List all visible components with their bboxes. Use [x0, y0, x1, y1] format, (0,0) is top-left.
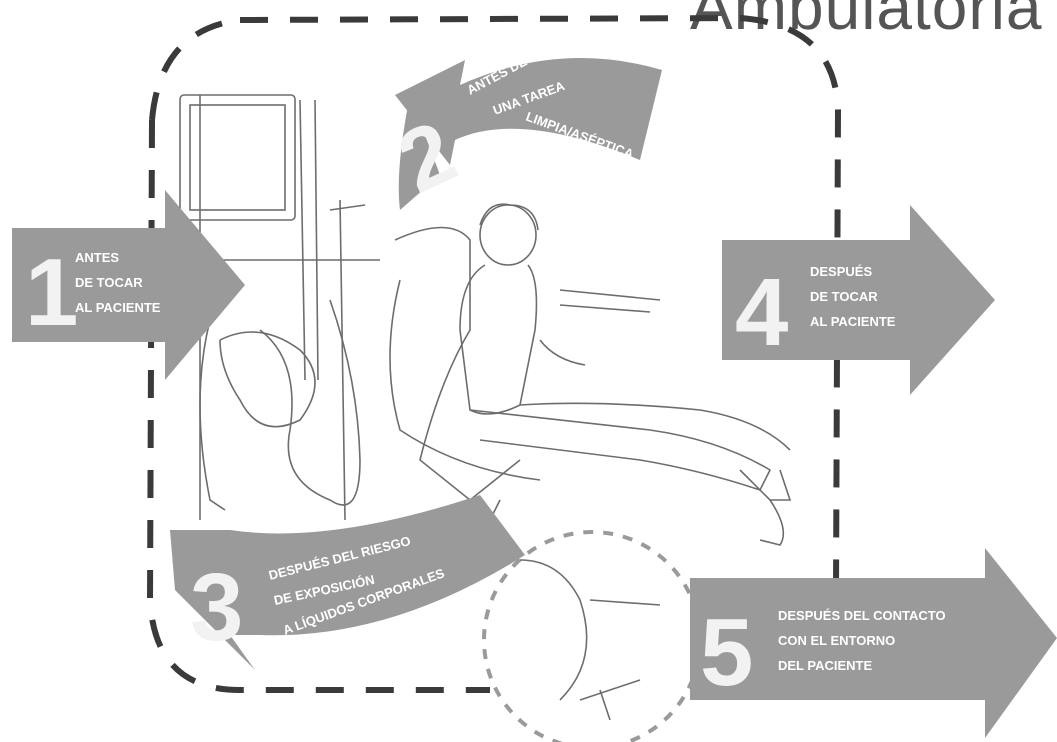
moment-1-number: 1	[25, 239, 78, 346]
moment-1-arrow: 1 ANTES DE TOCAR AL PACIENTE	[12, 190, 245, 380]
healthcare-area-circle	[484, 532, 700, 742]
moment-4-line-1: DESPUÉS	[810, 264, 872, 279]
moment-4-line-3: AL PACIENTE	[810, 314, 896, 329]
moment-3-number: 3	[190, 554, 243, 661]
moment-1-line-1: ANTES	[75, 250, 119, 265]
moment-1-line-2: DE TOCAR	[75, 275, 143, 290]
moment-4-number: 4	[735, 259, 788, 366]
moment-5-number: 5	[700, 599, 753, 706]
moment-1-line-3: AL PACIENTE	[75, 300, 161, 315]
moment-4-line-2: DE TOCAR	[810, 289, 878, 304]
moment-5-line-1: DESPUÉS DEL CONTACTO	[778, 608, 946, 623]
moment-2-arrow: 2 ANTES DE REALIZAR UNA TAREA LIMPIA/ASÉ…	[384, 21, 662, 212]
moment-5-line-2: CON EL ENTORNO	[778, 633, 895, 648]
moment-4-arrow: 4 DESPUÉS DE TOCAR AL PACIENTE	[722, 205, 995, 395]
moment-5-arrow: 5 DESPUÉS DEL CONTACTO CON EL ENTORNO DE…	[690, 548, 1057, 738]
moment-5-line-3: DEL PACIENTE	[778, 658, 872, 673]
moment-3-arrow: 3 DESPUÉS DEL RIESGO DE EXPOSICIÓN A LÍQ…	[170, 495, 525, 670]
